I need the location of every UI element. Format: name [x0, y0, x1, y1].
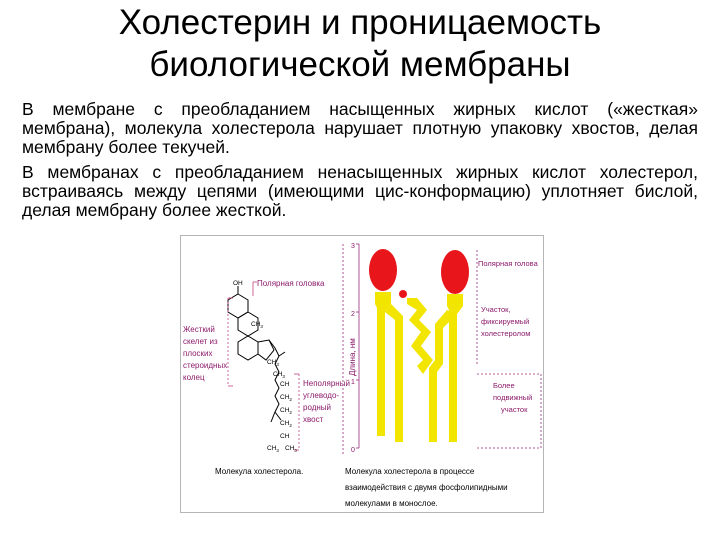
tail-label-4: хвост [303, 415, 324, 424]
paragraph-unsaturated: В мембранах с преобладанием ненасыщенных… [22, 162, 698, 220]
mobile-label-1: Более [493, 381, 515, 390]
phospholipid-right [429, 250, 469, 442]
rigid-label-3: плоских [183, 349, 213, 358]
fixed-label-3: холестеролом [481, 329, 530, 338]
body-text: В мембране с преобладанием насыщенных жи… [22, 100, 698, 226]
tick-2: 2 [351, 311, 355, 318]
right-caption-1: Молекула холестерола в процессе [345, 467, 475, 476]
ch2-label-a: CH2 [280, 394, 292, 402]
left-brackets [227, 281, 300, 451]
tail-label-3: родный [303, 403, 331, 412]
polar-head-label-right: Полярная голова [478, 259, 539, 268]
slide-title: Холестерин и проницаемость биологической… [0, 2, 720, 86]
axis-label: Длина, нм [348, 338, 357, 376]
ch3-label-e: CH3 [285, 445, 297, 453]
oh-label: OH [233, 280, 243, 287]
mobile-label-2: подвижный [493, 393, 532, 402]
tail-label-1: Неполярный [303, 379, 350, 388]
polar-head-label-left: Полярная головка [257, 279, 325, 288]
tick-3: 3 [351, 243, 355, 250]
structure-labels: OH CH3 CH3 CH3 CH CH2 CH2 CH2 CH CH3 CH3 [233, 280, 297, 453]
ch3-label-a: CH3 [251, 321, 263, 329]
membrane-figure: OH CH3 CH3 CH3 CH CH2 CH2 CH2 CH CH3 CH3… [180, 235, 544, 513]
ch3-label-b: CH3 [267, 359, 279, 367]
cholesterol-structure [227, 286, 286, 423]
left-annotations: Полярная головка Жесткий скелет из плоск… [183, 279, 350, 424]
rigid-label-5: колец [183, 373, 205, 382]
right-caption: Молекула холестерола в процессе взаимоде… [345, 467, 508, 508]
ch-label-a: CH [280, 381, 290, 388]
tick-1: 1 [351, 379, 355, 386]
ch2-label-c: CH2 [280, 420, 292, 428]
phospholipid-left [369, 249, 403, 442]
title-line-1: Холестерин и проницаемость [118, 3, 602, 42]
tail-label-2: углеводо- [303, 391, 339, 400]
rigid-label-4: стероидных [183, 361, 227, 370]
rigid-label-1: Жесткий [183, 325, 215, 334]
fixed-label-1: Участок, [481, 305, 510, 314]
right-caption-2: взаимодействия с двумя фосфолипидными [345, 483, 508, 492]
right-caption-3: молекулами в монослое. [345, 499, 438, 508]
ch3-label-c: CH3 [273, 371, 285, 379]
figure-canvas: OH CH3 CH3 CH3 CH CH2 CH2 CH2 CH CH3 CH3… [183, 243, 542, 508]
mobile-label-3: участок [501, 405, 528, 414]
title-line-2: биологической мембраны [149, 45, 571, 84]
tick-0: 0 [351, 447, 355, 454]
paragraph-saturated: В мембране с преобладанием насыщенных жи… [22, 99, 698, 157]
left-caption: Молекула холестерола. [215, 467, 303, 476]
rigid-label-2: скелет из [183, 337, 218, 346]
length-axis: 3 2 1 0 Длина, нм [348, 243, 360, 454]
ch2-label-b: CH2 [280, 407, 292, 415]
ch3-label-d: CH3 [267, 445, 279, 453]
fixed-label-2: фиксируемый [481, 317, 529, 326]
ch-label-b: CH [280, 433, 290, 440]
cholesterol-in-membrane [399, 290, 433, 374]
right-annotations: Полярная голова Участок, фиксируемый хол… [478, 259, 539, 414]
right-brackets [476, 250, 542, 449]
